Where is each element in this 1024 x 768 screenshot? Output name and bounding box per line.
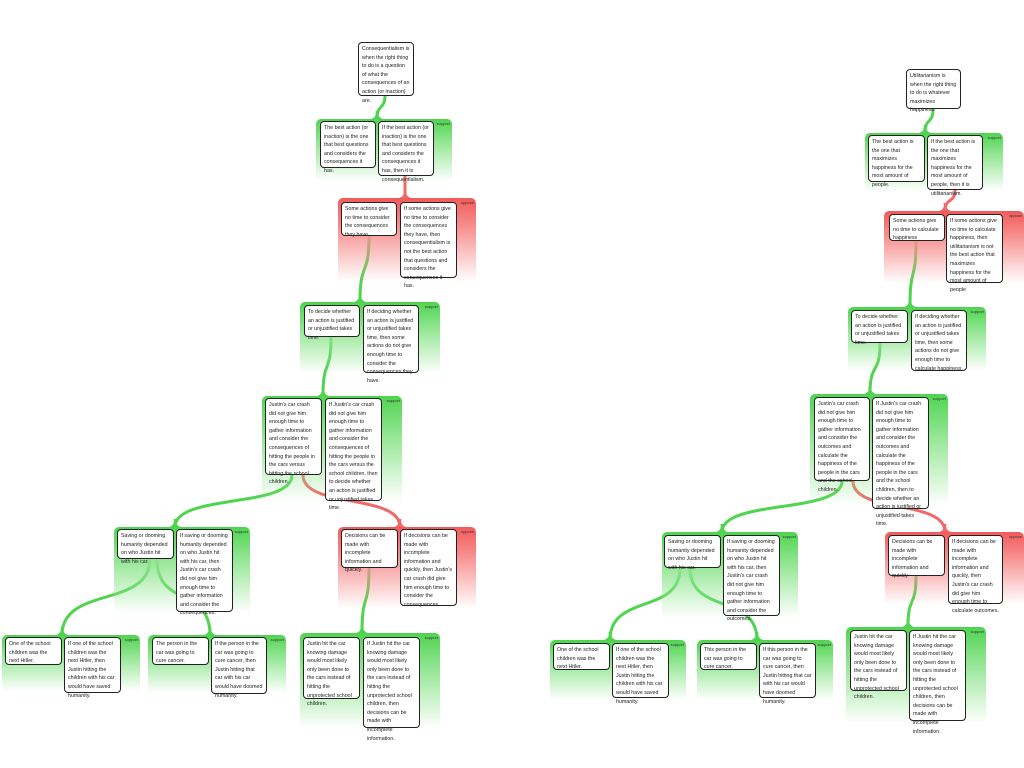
support-label: support [987, 135, 1001, 140]
warrant-box[interactable]: If deciding whether an action is justifi… [911, 310, 967, 372]
claim-box[interactable]: To decide whether an action is justified… [851, 310, 908, 346]
support-label: support [124, 637, 138, 642]
link-flare [604, 632, 616, 640]
warrant-box[interactable]: If decisions can be made with incomplete… [948, 535, 1003, 614]
oppose-label: oppose [1008, 534, 1022, 539]
oppose-label: oppose [1008, 213, 1022, 218]
link-flare [56, 627, 68, 635]
claim-box[interactable]: Decisions can be made with incomplete in… [888, 535, 945, 579]
support-label: support [670, 642, 684, 647]
link-flare [371, 111, 383, 119]
claim-box[interactable]: One of the school children was the next … [5, 637, 62, 665]
warrant-box[interactable]: If Justin hit the car knowing damage wou… [909, 630, 966, 735]
warrant-box[interactable]: If the best action is the one that maxim… [927, 135, 983, 197]
link-flare [169, 519, 181, 527]
link-flare [204, 627, 216, 635]
link-flare [902, 619, 914, 627]
warrant-box[interactable]: If some actions give no time to calculat… [946, 214, 1003, 293]
claim-box[interactable]: One of the school children was the next … [553, 643, 610, 670]
claim-box[interactable]: Saving or dooming humanity depended on w… [117, 529, 174, 565]
claim-box[interactable]: The best action is the one that maximize… [868, 135, 925, 188]
link-flare [864, 386, 876, 394]
root-claim[interactable]: Utilitarianism is when the right thing t… [906, 69, 961, 113]
claim-box[interactable]: This person in the car was going to cure… [700, 643, 757, 670]
warrant-box[interactable]: If one of the school children was the ne… [612, 643, 669, 705]
claim-box[interactable]: Justin hit the car knowing damage would … [303, 637, 360, 707]
link-flare [716, 524, 728, 532]
support-label: support [234, 529, 248, 534]
support-label: support [424, 304, 438, 309]
link-flare [939, 203, 951, 211]
claim-box[interactable]: Justin's car crash did not give him enou… [265, 398, 322, 485]
warrant-box[interactable]: If deciding whether an action is justifi… [363, 305, 419, 384]
claim-box[interactable]: Some actions give no time to calculate h… [889, 214, 945, 241]
claim-box[interactable]: To decide whether an action is justified… [304, 305, 360, 341]
warrant-box[interactable]: If the best action (or inaction) is the … [378, 121, 434, 183]
warrant-box[interactable]: If saving or dooming humanity depended o… [723, 535, 780, 622]
warrant-box[interactable]: If Justin's car crash did not give him e… [872, 397, 929, 527]
warrant-box[interactable]: If one of the school children was the ne… [64, 637, 121, 699]
warrant-box[interactable]: If some actions give no time to consider… [400, 202, 457, 289]
claim-box[interactable]: Justin hit the car knowing damage would … [850, 630, 907, 700]
support-label: support [932, 396, 946, 401]
claim-box[interactable]: The person in the car was going to cure … [152, 637, 209, 665]
claim-box[interactable]: The best action (or inaction) is the one… [320, 121, 376, 174]
warrant-box[interactable]: If decisions can be made with incomplete… [400, 529, 457, 608]
link-flare [751, 632, 763, 640]
link-flare [354, 294, 366, 302]
oppose-label: oppose [460, 200, 474, 205]
link-flare [919, 125, 931, 133]
claim-box[interactable]: Some actions give no time to consider th… [341, 202, 397, 238]
link-flare [356, 625, 368, 633]
link-flare [399, 190, 411, 198]
warrant-box[interactable]: If this person in the car was going to c… [759, 643, 816, 705]
root-claim[interactable]: Consequentialism is when the right thing… [358, 42, 414, 104]
warrant-box[interactable]: If Justin hit the car knowing damage wou… [363, 637, 420, 742]
claim-box[interactable]: Saving or dooming humanity depended on w… [664, 535, 721, 571]
support-label: support [817, 642, 831, 647]
warrant-box[interactable]: If Justin's car crash did not give him e… [325, 398, 382, 511]
link-flare [394, 519, 406, 527]
claim-box[interactable]: Justin's car crash did not give him enou… [814, 397, 870, 493]
support-label: support [970, 309, 984, 314]
support-label: support [270, 637, 284, 642]
link-flare [939, 524, 951, 532]
support-label: support [970, 629, 984, 634]
warrant-box[interactable]: If the person in the car was going to cu… [211, 637, 267, 699]
support-label: support [424, 635, 438, 640]
link-flare [317, 388, 329, 396]
link-flare [904, 299, 916, 307]
support-label: support [782, 534, 796, 539]
support-label: support [436, 121, 450, 126]
oppose-label: oppose [460, 529, 474, 534]
claim-box[interactable]: Decisions can be made with incomplete in… [341, 529, 398, 573]
warrant-box[interactable]: If saving or dooming humanity depended o… [176, 529, 233, 616]
support-label: support [386, 398, 400, 403]
